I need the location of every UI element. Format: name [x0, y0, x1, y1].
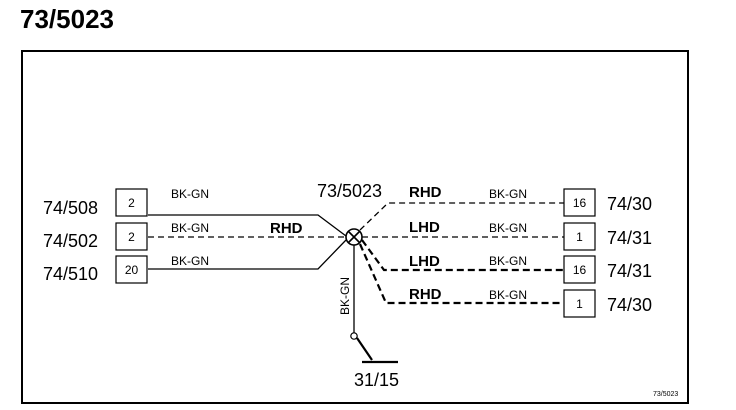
connector-id-74-31-a: 74/31 [607, 228, 652, 248]
splice-label: 73/5023 [317, 181, 382, 201]
pin-number-74-31-a: 1 [576, 230, 583, 244]
pin-box-74-30-a [563, 188, 596, 217]
wire-color-74-508: BK-GN [171, 187, 209, 201]
pin-box-74-508 [115, 188, 148, 217]
pin-box-74-31-a [563, 222, 596, 251]
connector-id-74-508: 74/508 [43, 198, 98, 218]
connector-id-74-502: 74/502 [43, 231, 98, 251]
connector-id-74-31-b: 74/31 [607, 261, 652, 281]
pin-number-74-30-a: 16 [573, 196, 587, 210]
wire-74-508 [148, 214, 347, 237]
pin-number-74-30-b: 1 [576, 297, 583, 311]
variant-label-left: RHD [270, 220, 303, 237]
variant-label-74-31-a: LHD [409, 219, 440, 236]
wire-color-74-510: BK-GN [171, 254, 209, 268]
pin-box-74-30-b [563, 289, 596, 318]
variant-label-74-31-b: LHD [409, 253, 440, 270]
splice-cross [347, 230, 361, 244]
ground-label: 31/15 [354, 370, 399, 390]
pin-box-74-502 [115, 222, 148, 251]
pin-number-74-510: 20 [125, 263, 139, 277]
page-title: 73/5023 [20, 4, 114, 34]
wire-color-74-30-b: BK-GN [489, 288, 527, 302]
wire-74-31-b [361, 239, 564, 272]
wire-74-30-b [358, 243, 564, 305]
connector-id-74-510: 74/510 [43, 264, 98, 284]
wire-color-74-31-a: BK-GN [489, 221, 527, 235]
connector-id-74-30-a: 74/30 [607, 194, 652, 214]
pin-box-74-510 [115, 255, 148, 284]
ground-symbol [356, 337, 398, 364]
wire-74-30-a [359, 202, 564, 231]
variant-label-74-30-b: RHD [409, 286, 442, 303]
variant-label-74-30-a: RHD [409, 184, 442, 201]
ground-wire-color: BK-GN [338, 277, 352, 315]
diagram-frame [21, 50, 689, 404]
connector-id-74-30-b: 74/30 [607, 295, 652, 315]
wire-color-74-30-a: BK-GN [489, 187, 527, 201]
pin-number-74-31-b: 16 [573, 263, 587, 277]
pin-box-74-31-b [563, 255, 596, 284]
pin-number-74-502: 2 [128, 230, 135, 244]
wire-color-74-31-b: BK-GN [489, 254, 527, 268]
pin-number-74-508: 2 [128, 196, 135, 210]
wire-color-74-502: BK-GN [171, 221, 209, 235]
ground-terminal [350, 332, 358, 340]
wire-74-510 [148, 239, 347, 270]
frame-id-label: 73/5023 [653, 391, 678, 398]
